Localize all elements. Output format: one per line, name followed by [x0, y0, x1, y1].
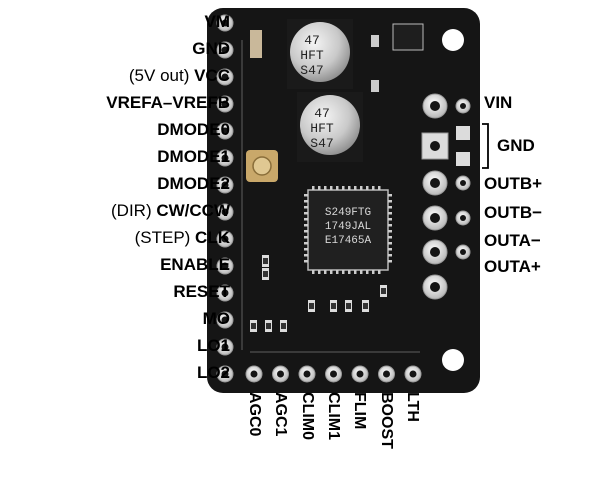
capacitor-marking: HFT — [310, 121, 334, 136]
pin-pad-left — [216, 284, 234, 302]
pin-pad-left — [216, 338, 234, 356]
pin-pad-left — [216, 68, 234, 86]
pin-pads — [216, 14, 471, 383]
pin-label-gnd: GND — [192, 39, 230, 58]
pin-label-dmode0: DMODE0 — [157, 120, 230, 139]
gnd-bracket — [482, 123, 489, 169]
capacitor-marking: 47 — [314, 106, 330, 121]
smd-resistor — [280, 320, 287, 332]
mounting-hole — [442, 29, 464, 51]
pin-pad-left — [216, 41, 234, 59]
pin-pad-bottom — [298, 365, 316, 383]
pin-pad-right — [422, 93, 471, 119]
smd-resistor — [308, 300, 315, 312]
pin-label-lo1: LO1 — [196, 336, 230, 355]
smd-resistor — [250, 320, 257, 332]
potentiometer-knob — [252, 156, 272, 176]
pin-label-agc0: AGC0 — [246, 392, 263, 437]
pin-label-cw-ccw: (DIR) CW/CCW — [111, 201, 230, 220]
pin-label-lo2: LO2 — [196, 363, 230, 382]
capacitor-marking: S47 — [310, 136, 333, 151]
pin-label-reset: RESET — [173, 282, 230, 301]
smd-resistor — [345, 300, 352, 312]
pin-pad-bottom — [272, 365, 289, 383]
smd-resistor — [362, 300, 369, 312]
pin-pad-right — [421, 126, 470, 166]
smd-components — [250, 255, 387, 332]
pin-pad-left — [216, 230, 234, 248]
pin-label-outb-plus: OUTB+ — [484, 174, 543, 193]
driver-ic-pins — [304, 186, 392, 274]
regulator-chip — [392, 23, 424, 51]
pin-pad-bottom — [245, 365, 263, 383]
pin-label-vref: VREFA–VREFB — [106, 93, 230, 112]
pin-label-vm: VM — [204, 12, 231, 31]
pin-label-dmode2: DMODE2 — [157, 174, 230, 193]
pin-pad-bottom — [378, 365, 395, 383]
pin-label-agc1: AGC1 — [272, 392, 289, 437]
smd-resistor — [380, 285, 387, 297]
capacitor-marking: 47 — [304, 33, 320, 48]
pin-label-lth: LTH — [404, 392, 421, 422]
smd-part — [250, 30, 262, 58]
pin-label-outa-minus: OUTA− — [484, 231, 541, 250]
smd-resistor — [330, 300, 337, 312]
pin-pad-left — [216, 176, 234, 194]
chip-marking: S249FTG — [325, 207, 371, 219]
pin-label-enable: ENABLE — [160, 255, 230, 274]
pin-pad-right — [422, 170, 471, 196]
pin-label-dmode1: DMODE1 — [157, 147, 230, 166]
pin-pad-left — [216, 365, 234, 383]
pin-pad-right — [422, 239, 471, 265]
mounting-hole — [442, 349, 464, 371]
smd-resistor — [265, 320, 272, 332]
pin-pad-bottom — [325, 365, 342, 383]
chip-marking: 1749JAL — [325, 221, 371, 233]
pin-label-outa-plus: OUTA+ — [484, 257, 541, 276]
pin-label-mo: MO — [202, 309, 230, 328]
pin-pad-left — [216, 14, 234, 32]
pin-pad-bottom — [351, 365, 369, 383]
pin-pad-right — [422, 274, 448, 300]
pin-label-clk: (STEP) CLK — [134, 228, 230, 247]
chip-marking: E17465A — [325, 235, 372, 247]
pin-label-outb-minus: OUTB− — [484, 203, 543, 222]
pin-label-vin: VIN — [484, 93, 513, 112]
pin-pad-right — [422, 205, 471, 231]
pin-label-clim0: CLIM0 — [299, 392, 316, 440]
pin-label-clim1: CLIM1 — [325, 392, 342, 440]
pin-pad-left — [216, 311, 234, 329]
smd-resistor — [262, 255, 269, 267]
pin-pad-left — [216, 203, 234, 221]
smd-resistor — [262, 268, 269, 280]
capacitor-marking: S47 — [300, 63, 323, 78]
pin-pad-left — [216, 257, 234, 275]
pin-pad-bottom — [404, 365, 422, 383]
pin-label-boost: BOOST — [378, 392, 395, 449]
pin-label-gnd-right: GND — [497, 136, 535, 155]
pin-label-vcc: (5V out) VCC — [128, 66, 230, 85]
pin-label-flim: FLIM — [351, 392, 368, 430]
pin-pad-left — [216, 95, 234, 113]
smd-part — [371, 80, 379, 92]
smd-part — [371, 35, 379, 47]
capacitor-marking: HFT — [300, 48, 324, 63]
pin-pad-left — [216, 149, 234, 167]
pin-pad-left — [216, 122, 234, 140]
